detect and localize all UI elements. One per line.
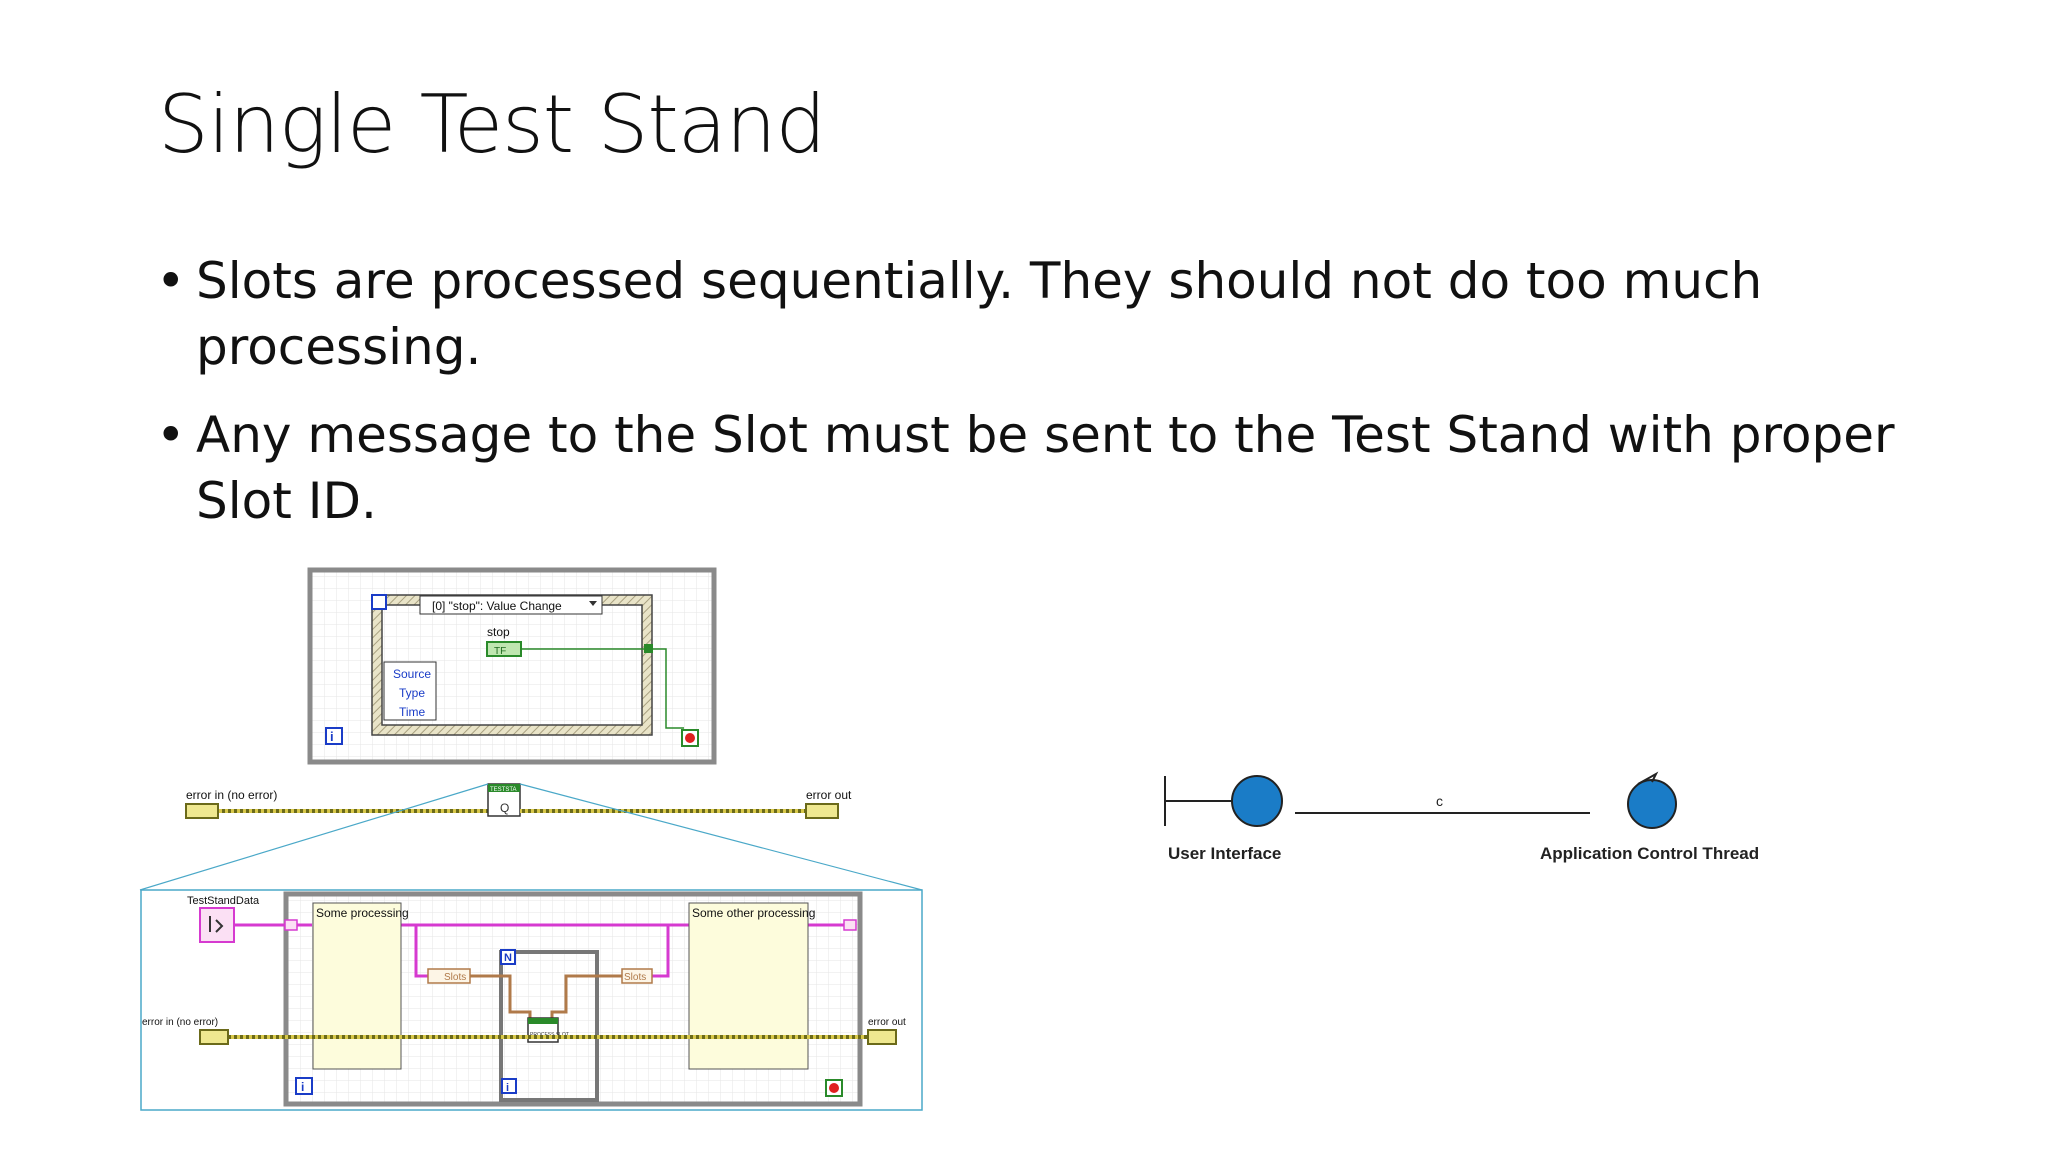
bullet-text: Slots are processed sequentially. They s… xyxy=(196,252,1763,376)
bullet-marker: • xyxy=(156,406,186,464)
svg-text:Q: Q xyxy=(500,801,509,815)
slots-in-label: Slots xyxy=(444,972,466,983)
arrow-icon xyxy=(1637,771,1659,785)
case-selector-label: [0] "stop": Value Change xyxy=(432,599,562,613)
user-interface-node xyxy=(1231,775,1283,827)
process-slot-node xyxy=(527,1017,559,1043)
stop-circle-icon xyxy=(829,1083,839,1093)
slots-out-label: Slots xyxy=(624,972,646,983)
event-field: Time xyxy=(399,705,426,719)
event-field: Type xyxy=(399,686,425,700)
stop-circle-icon xyxy=(685,733,695,743)
iteration-icon: i xyxy=(330,729,334,744)
teststand-data-label: TestStandData xyxy=(187,895,260,907)
actor-diagram: User Interface c Application Control Thr… xyxy=(1164,771,1759,863)
application-control-thread-node xyxy=(1627,779,1677,829)
hourglass-icon xyxy=(371,594,387,610)
bullet-item: • Slots are processed sequentially. They… xyxy=(152,248,1952,380)
bullet-text: Any message to the Slot must be sent to … xyxy=(196,406,1895,530)
svg-text:PROCESS SLOT: PROCESS SLOT xyxy=(530,1032,569,1038)
slide-title: Single Test Stand xyxy=(158,78,826,171)
teststand-data-terminal xyxy=(199,907,235,943)
bullet-marker: • xyxy=(156,252,186,310)
svg-text:TESTSTA: TESTSTA xyxy=(490,787,517,793)
error-out-label: error out xyxy=(806,788,852,802)
user-interface-label: User Interface xyxy=(1168,844,1281,863)
error-wire-row: error in (no error) TESTSTA Q error out xyxy=(185,783,852,819)
detail-diagram: TestStandData Some processing Some other… xyxy=(140,889,923,1111)
event-field: Source xyxy=(393,667,431,681)
some-other-processing-label: Some other processing xyxy=(692,906,815,920)
some-processing-label: Some processing xyxy=(316,906,409,920)
svg-text:i: i xyxy=(506,1082,509,1094)
error-in-label: error in (no error) xyxy=(186,788,277,802)
bullet-item: • Any message to the Slot must be sent t… xyxy=(152,402,1952,534)
event-loop-panel: [0] "stop": Value Change stop TF Source … xyxy=(307,567,717,765)
error-in-label: error in (no error) xyxy=(142,1017,218,1028)
bullet-list: • Slots are processed sequentially. They… xyxy=(152,248,1952,556)
stop-label: stop xyxy=(487,625,510,639)
dropdown-arrow-icon xyxy=(589,601,597,606)
link-label: c xyxy=(1436,793,1443,809)
stop-terminal xyxy=(486,641,522,657)
subvi-node xyxy=(487,783,521,817)
for-loop-count-icon: N xyxy=(504,952,512,964)
svg-text:i: i xyxy=(301,1080,304,1094)
application-control-thread-label: Application Control Thread xyxy=(1540,844,1759,863)
error-out-label: error out xyxy=(868,1017,906,1028)
svg-text:TF: TF xyxy=(494,646,506,657)
